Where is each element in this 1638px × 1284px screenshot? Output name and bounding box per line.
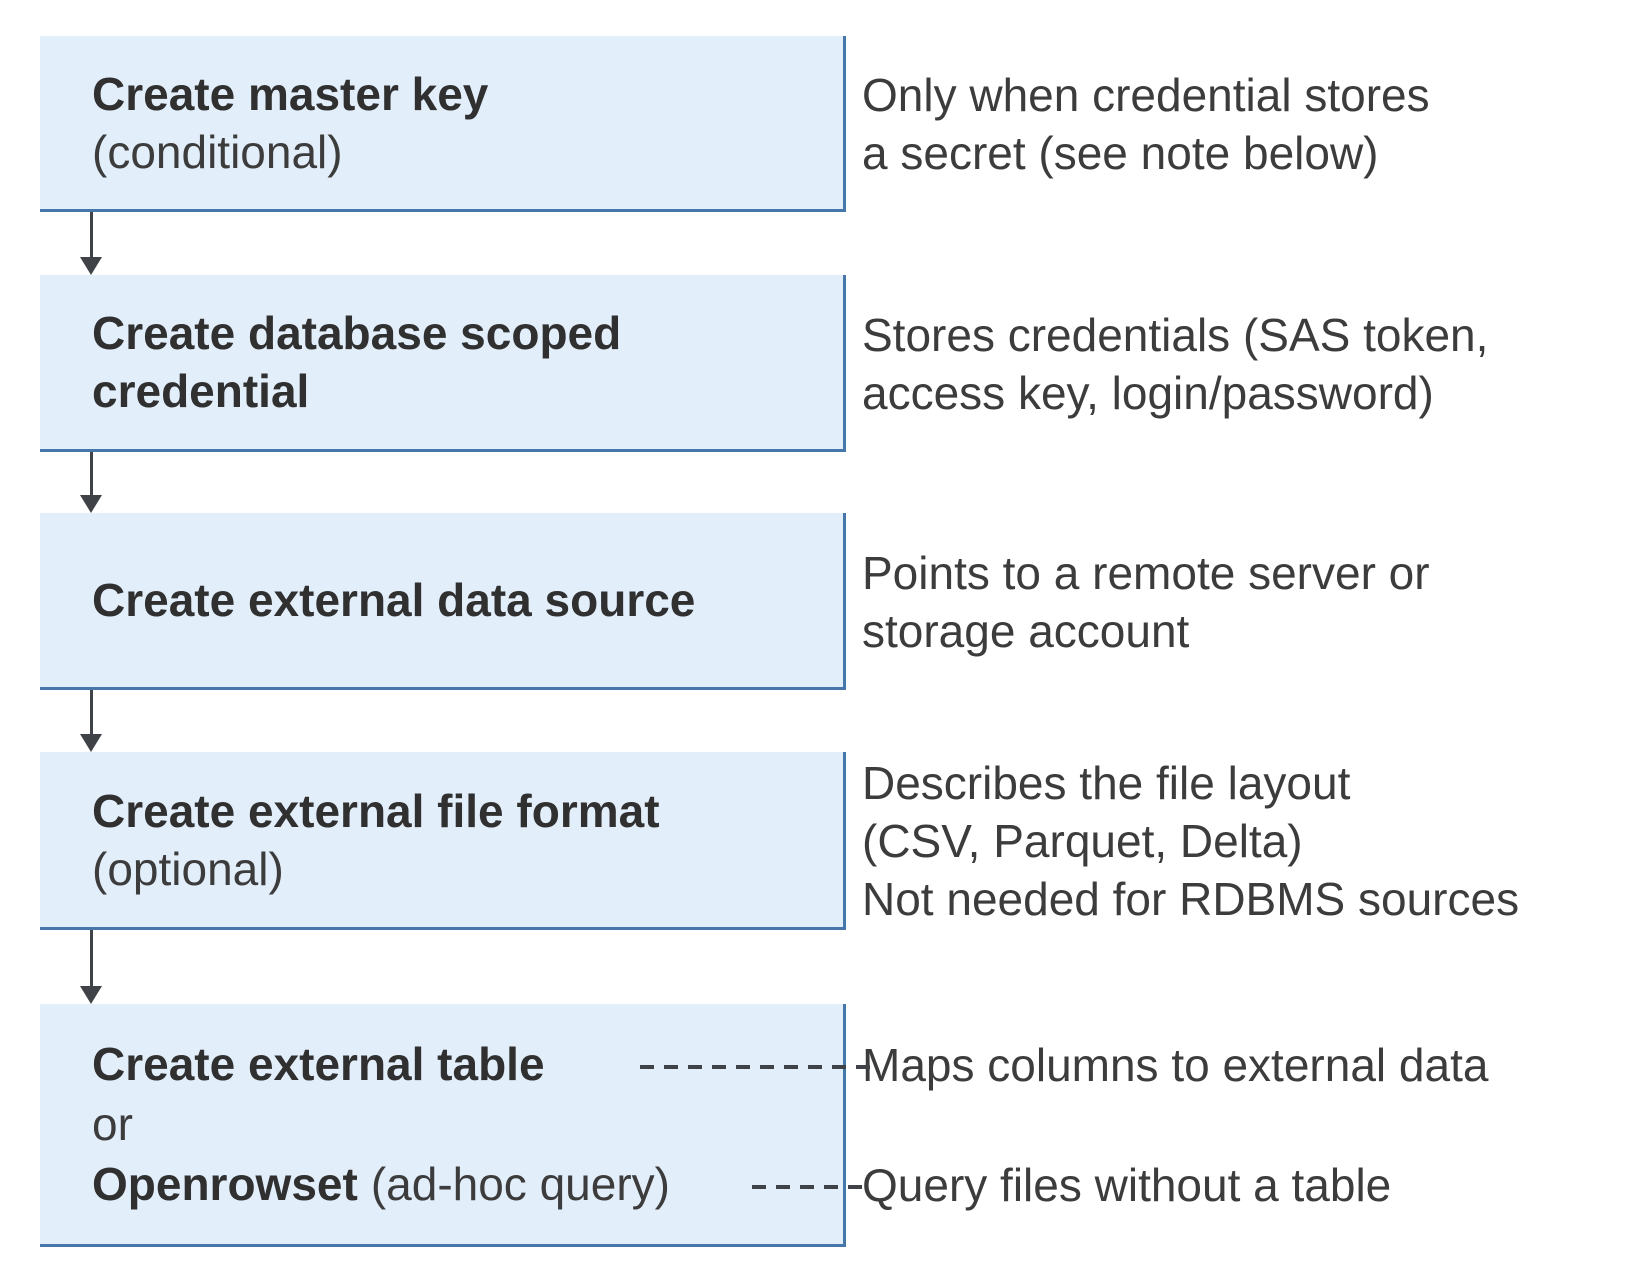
annotation-line: storage account: [862, 604, 1190, 657]
annotation-spacer: [862, 1095, 1488, 1155]
step-box-database-scoped-credential: Create database scoped credential: [40, 275, 846, 452]
annotation-line: Points to a remote server or: [862, 546, 1430, 599]
down-arrow-shaft: [90, 690, 93, 734]
annotation-external-table-openrowset: Maps columns to external data Query file…: [862, 1004, 1488, 1247]
step-conjunction: or: [92, 1098, 133, 1150]
annotation-external-data-source: Points to a remote server or storage acc…: [862, 544, 1430, 660]
step-row-database-scoped-credential: Create database scoped credential Stores…: [40, 275, 1638, 452]
down-arrow-shaft: [90, 452, 93, 495]
annotation-line: (CSV, Parquet, Delta): [862, 815, 1303, 867]
step-title: credential: [92, 365, 310, 417]
down-arrow-icon: [80, 495, 102, 513]
annotation-external-file-format: Describes the file layout (CSV, Parquet,…: [862, 754, 1519, 928]
step-title: Create master key: [92, 67, 489, 120]
annotation-database-scoped-credential: Stores credentials (SAS token, access ke…: [862, 306, 1488, 422]
down-arrow-icon: [80, 257, 102, 275]
down-arrow-shaft: [90, 212, 93, 257]
step-alt-title-line: Openrowset(ad-hoc query): [92, 1154, 843, 1214]
step-title: Create external table: [92, 1038, 545, 1090]
flow-arrow: [40, 930, 1638, 1004]
annotation-master-key: Only when credential stores a secret (se…: [862, 66, 1430, 182]
annotation-openrowset: Query files without a table: [862, 1159, 1392, 1211]
down-arrow-shaft: [90, 930, 93, 986]
step-box-external-file-format: Create external file format (optional): [40, 752, 846, 930]
annotation-external-table: Maps columns to external data: [862, 1039, 1489, 1091]
flow-arrow: [40, 690, 1638, 752]
annotation-line: Stores credentials (SAS token,: [862, 308, 1489, 361]
step-row-external-file-format: Create external file format (optional) D…: [40, 752, 1638, 930]
step-row-external-data-source: Create external data source Points to a …: [40, 513, 1638, 690]
flow-arrow: [40, 452, 1638, 513]
annotation-line: Describes the file layout: [862, 757, 1351, 809]
flow-arrow: [40, 212, 1638, 275]
step-qualifier: (optional): [92, 842, 284, 895]
step-row-create-master-key: Create master key (conditional) Only whe…: [40, 36, 1638, 212]
step-row-external-table-or-openrowset: Create external table or Openrowset(ad-h…: [40, 1004, 1638, 1247]
step-title: Create external data source: [92, 574, 696, 626]
annotation-line: Only when credential stores: [862, 69, 1430, 121]
step-alt-title: Openrowset: [92, 1158, 358, 1210]
annotation-line: a secret (see note below): [862, 127, 1379, 179]
dashed-connector-openrowset: [752, 1185, 870, 1189]
down-arrow-icon: [80, 986, 102, 1004]
step-qualifier: (conditional): [92, 125, 343, 178]
annotation-line: Not needed for RDBMS sources: [862, 873, 1520, 925]
step-title: Create database scoped: [92, 307, 622, 359]
down-arrow-icon: [80, 734, 102, 752]
step-box-create-master-key: Create master key (conditional): [40, 36, 846, 212]
step-box-external-data-source: Create external data source: [40, 513, 846, 690]
dashed-connector-external-table: [640, 1065, 870, 1069]
step-alt-qualifier: (ad-hoc query): [370, 1158, 670, 1210]
step-box-external-table-or-openrowset: Create external table or Openrowset(ad-h…: [40, 1004, 846, 1247]
step-title: Create external file format: [92, 784, 660, 837]
annotation-line: access key, login/password): [862, 366, 1434, 419]
